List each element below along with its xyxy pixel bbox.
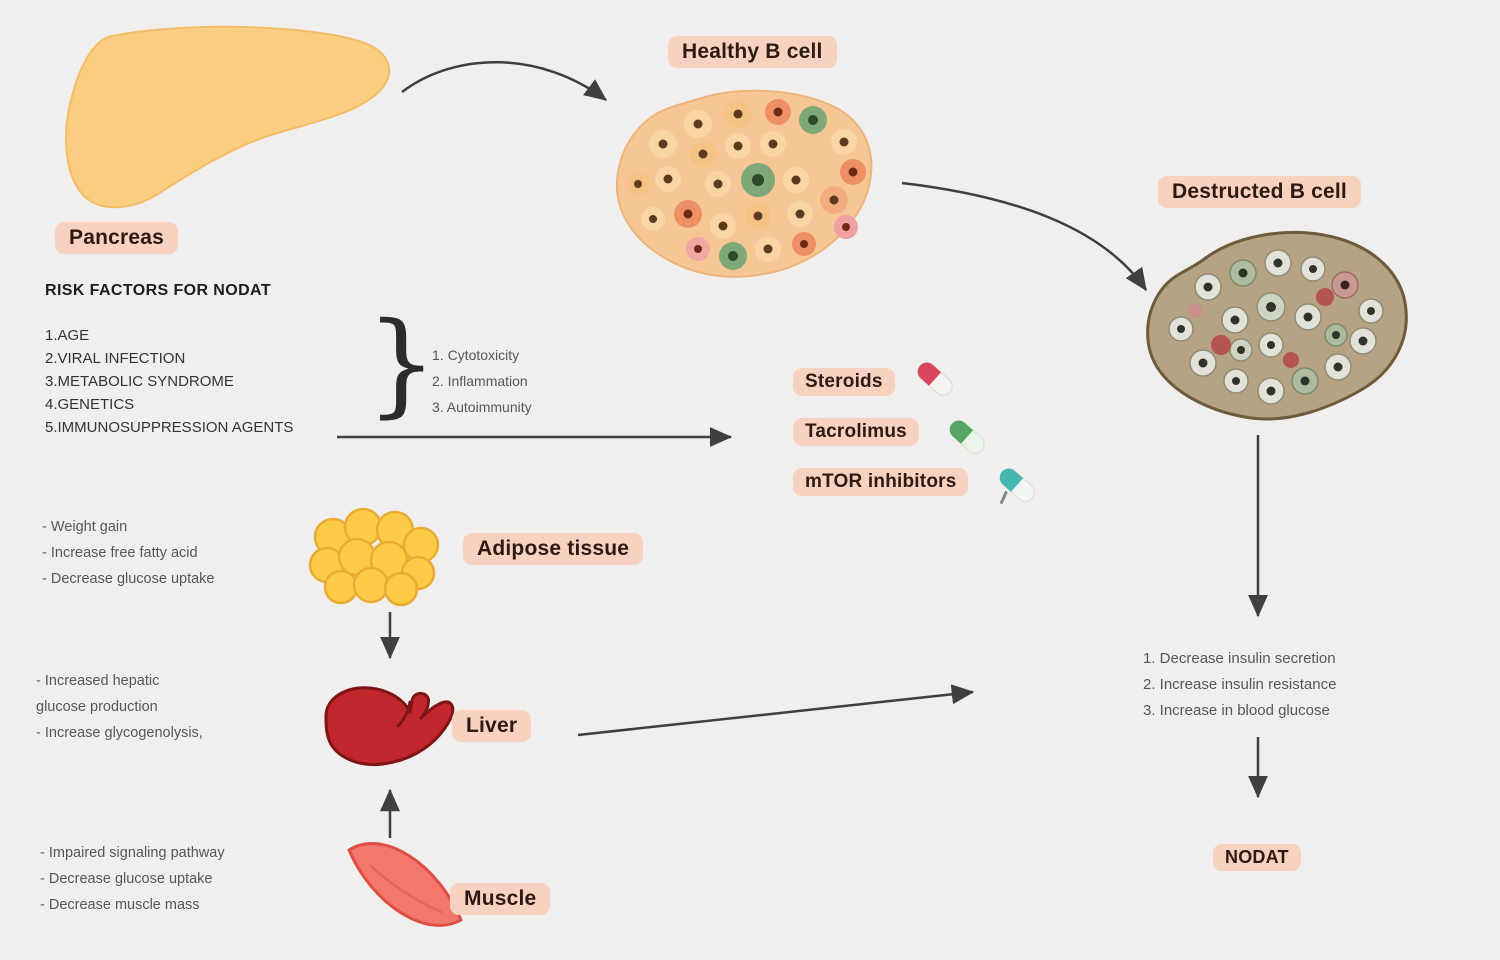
outcome-item: 1. Decrease insulin secretion — [1143, 650, 1336, 667]
risk-factors-title: RISK FACTORS FOR NODAT — [45, 282, 271, 299]
risk-factor-item: 2.VIRAL INFECTION — [45, 350, 186, 367]
arrow-healthy-to-destructed-cell — [901, 181, 1148, 292]
muscle-effect-item: - Decrease muscle mass — [40, 897, 200, 913]
muscle-effect-item: - Decrease glucose uptake — [40, 871, 213, 887]
liver-effects-list: - Increased hepatic glucose production -… — [36, 668, 203, 746]
healthy-islet-cells — [626, 99, 866, 270]
brace-glyph: } — [366, 299, 438, 429]
liver-effect-item: glucose production — [36, 699, 158, 715]
adipose-tissue-label: Adipose tissue — [463, 533, 644, 565]
adipose-effect-item: - Increase free fatty acid — [42, 545, 198, 561]
muscle-illustration — [347, 842, 463, 927]
adipose-tissue-illustration — [308, 507, 440, 607]
tacrolimus-label: Tacrolimus — [793, 418, 919, 446]
risk-factor-item: 4.GENETICS — [45, 396, 135, 413]
mechanism-item: 2. Inflammation — [432, 373, 528, 389]
liver-effect-item: - Increase glycogenolysis, — [36, 725, 203, 741]
liver-label: Liver — [452, 710, 532, 742]
muscle-effects-list: - Impaired signaling pathway - Decrease … — [40, 840, 225, 918]
pancreas-label: Pancreas — [55, 222, 179, 254]
outcome-item: 3. Increase in blood glucose — [1143, 702, 1330, 719]
destructed-islet-cells — [1168, 249, 1384, 405]
mtor-inhibitors-label: mTOR inhibitors — [793, 468, 969, 496]
mechanism-item: 3. Autoimmunity — [432, 399, 532, 415]
muscle-effect-item: - Impaired signaling pathway — [40, 845, 225, 861]
risk-factor-item: 1.AGE — [45, 327, 90, 344]
risk-factor-item: 3.METABOLIC SYNDROME — [45, 373, 234, 390]
liver-effect-item: - Increased hepatic — [36, 673, 160, 689]
adipose-effects-list: - Weight gain - Increase free fatty acid… — [42, 514, 215, 592]
arrow-pancreas-to-healthy-cell — [401, 61, 607, 101]
liver-illustration — [324, 686, 455, 767]
muscle-label: Muscle — [450, 883, 551, 915]
arrow-liver-to-outcomes — [577, 684, 975, 737]
steroids-label: Steroids — [793, 368, 895, 396]
pancreas-illustration — [65, 25, 391, 209]
adipose-effect-item: - Weight gain — [42, 519, 128, 535]
healthy-b-cell-label: Healthy B cell — [668, 36, 837, 68]
outcomes-list: 1. Decrease insulin secretion 2. Increas… — [1143, 646, 1336, 724]
steroids-capsule-icon — [917, 362, 953, 396]
mechanism-item: 1. Cytotoxicity — [432, 347, 520, 363]
destructed-b-cell-label: Destructed B cell — [1158, 176, 1361, 208]
outcome-item: 2. Increase insulin resistance — [1143, 676, 1337, 693]
risk-factors-list: 1.AGE 2.VIRAL INFECTION 3.METABOLIC SYND… — [45, 324, 293, 439]
mtor-capsule-icon — [999, 468, 1035, 505]
destructed-b-cell-illustration — [1146, 231, 1408, 421]
nodat-label: NODAT — [1213, 844, 1301, 871]
healthy-b-cell-illustration — [615, 89, 873, 278]
mechanisms-list: 1. Cytotoxicity 2. Inflammation 3. Autoi… — [432, 342, 532, 420]
adipose-effect-item: - Decrease glucose uptake — [42, 571, 215, 587]
risk-factor-item: 5.IMMUNOSUPPRESSION AGENTS — [45, 419, 294, 436]
tacrolimus-capsule-icon — [949, 420, 985, 454]
